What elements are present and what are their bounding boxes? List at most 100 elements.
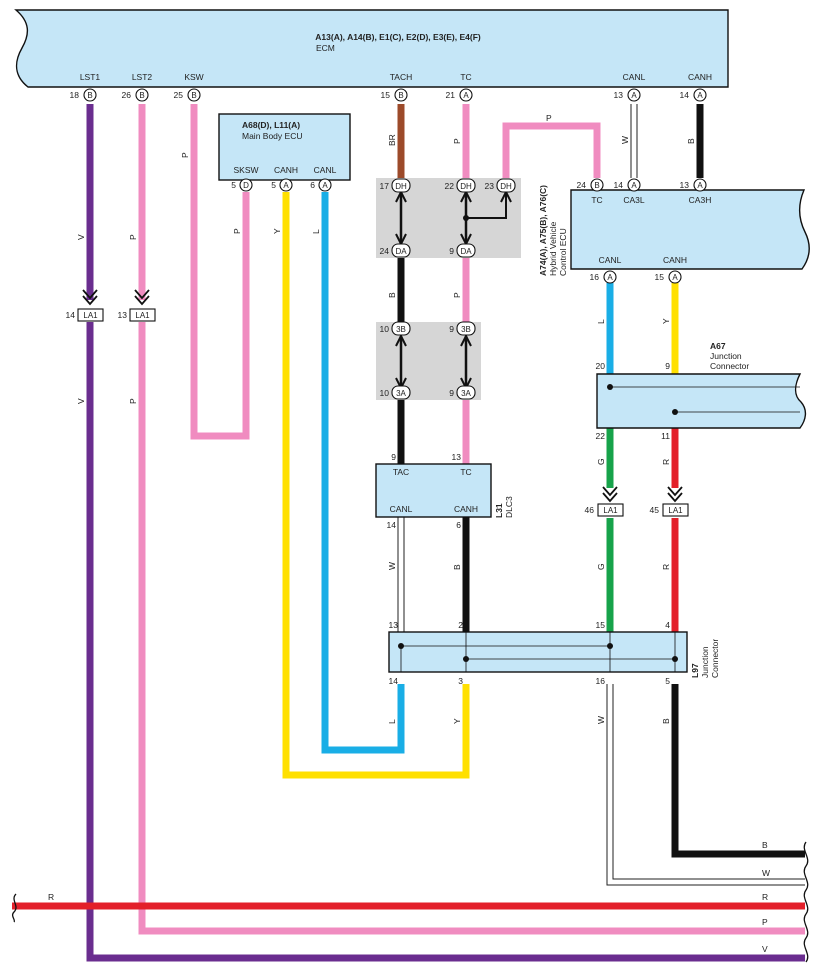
svg-text:B: B [87, 91, 92, 100]
mb-pin-label-sksw: SKSW [233, 165, 258, 175]
pin-3b-10: 10 3B [380, 321, 411, 336]
a67-pin-11: 11 [661, 431, 670, 441]
wire-label-b-canh: B [686, 138, 696, 144]
wires [12, 104, 805, 962]
a67-junction-connector: A67 Junction Connector 20 9 22 11 [596, 341, 807, 441]
l97-pin-13: 13 [389, 620, 399, 630]
main-body-ecu-pins: 5 D 5 A 6 A [231, 178, 332, 192]
svg-text:A: A [322, 181, 328, 190]
ecm-pin-label-tc: TC [460, 72, 471, 82]
ecm-pin-25: 25 B [174, 88, 201, 102]
pin-dh-22: 22 DH [445, 178, 476, 193]
svg-text:LA1: LA1 [603, 506, 618, 515]
hybrid-ecu-pin-label-canh: CANH [663, 255, 687, 265]
svg-text:23: 23 [485, 181, 495, 191]
wire-label-w-bot: W [596, 716, 606, 724]
wire-label-p-ksw: P [180, 152, 190, 158]
svg-text:3B: 3B [396, 325, 406, 334]
dlc3-code: L31 [494, 503, 504, 518]
dlc3-box: TAC TC CANL CANH 9 13 14 6 [375, 452, 492, 530]
wire-mb-canl-blue [321, 192, 405, 754]
svg-text:24: 24 [577, 180, 587, 190]
svg-text:16: 16 [590, 272, 600, 282]
dlc3-title: L31 DLC3 [494, 496, 514, 518]
a67-name-2: Connector [710, 361, 749, 371]
pin-dh-17: 17 DH [380, 178, 411, 193]
a67-pin-9: 9 [665, 361, 670, 371]
ecm-pin-label-canl: CANL [623, 72, 646, 82]
svg-text:15: 15 [655, 272, 665, 282]
wire-tc-hybrid-pink [502, 122, 601, 178]
hybrid-ecu-pins: 24 B 14 A 13 A 16 A 15 A [577, 178, 707, 284]
ecm-pin-14: 14 A [680, 88, 707, 102]
a67-pin-22: 22 [596, 431, 606, 441]
pin-3a-9: 9 3A [449, 385, 476, 400]
ecm-pin-label-lst1: LST1 [80, 72, 101, 82]
ecm-pin-label-ksw: KSW [184, 72, 203, 82]
main-body-ecu-name: Main Body ECU [242, 131, 302, 141]
main-body-ecu-box: A68(D), L11(A) Main Body ECU SKSW CANH C… [218, 113, 351, 181]
wire-label-l-canl: L [311, 229, 321, 234]
l97-name-1: Junction [700, 646, 710, 678]
l97-pin-15: 15 [596, 620, 606, 630]
hybrid-ecu-pin-label-ca3l: CA3L [623, 195, 645, 205]
svg-text:DH: DH [460, 182, 472, 191]
pin-3a-10: 10 3A [380, 385, 411, 400]
dlc3-bottom-num-6: 6 [456, 520, 461, 530]
svg-text:24: 24 [380, 246, 390, 256]
svg-text:14: 14 [680, 90, 690, 100]
dlc3-top-num-9: 9 [391, 452, 396, 462]
bus-label-v: V [762, 944, 768, 954]
svg-text:DH: DH [500, 182, 512, 191]
hybrid-ecu-pin-label-ca3h: CA3H [689, 195, 712, 205]
svg-text:B: B [191, 91, 196, 100]
svg-text:9: 9 [449, 388, 454, 398]
wire-label-p-top: P [546, 113, 552, 123]
svg-text:A: A [631, 91, 637, 100]
svg-text:15: 15 [381, 90, 391, 100]
dlc3-pin-label-canl: CANL [390, 504, 413, 514]
wire-label-l-hv: L [596, 319, 606, 324]
svg-text:LA1: LA1 [668, 506, 683, 515]
l97-pin-3: 3 [458, 676, 463, 686]
wire-label-p-sksw: P [232, 228, 242, 234]
hybrid-ecu-pin-label-tc: TC [591, 195, 602, 205]
wire-label-p-tc: P [452, 138, 462, 144]
svg-text:25: 25 [174, 90, 184, 100]
ecm-pin-18: 18 B [70, 88, 97, 102]
l97-name-2: Connector [710, 639, 720, 678]
wire-label-p-dh: P [452, 292, 462, 298]
bus-label-r-left: R [48, 892, 54, 902]
wire-label-b-dlc: B [452, 564, 462, 570]
wire-label-g2: G [596, 563, 606, 570]
l97-pin-5: 5 [665, 676, 670, 686]
svg-text:10: 10 [380, 324, 390, 334]
l97-pin-16: 16 [596, 676, 606, 686]
pin-3b-9: 9 3B [449, 321, 476, 336]
l97-pin-4: 4 [665, 620, 670, 630]
svg-text:DA: DA [460, 247, 472, 256]
a67-name-1: Junction [710, 351, 742, 361]
svg-text:3A: 3A [461, 389, 471, 398]
svg-text:45: 45 [650, 505, 660, 515]
svg-text:LA1: LA1 [135, 311, 150, 320]
la1-pin-13: 13 LA1 [118, 289, 156, 322]
bus-label-w: W [762, 868, 770, 878]
svg-text:B: B [594, 181, 599, 190]
svg-text:6: 6 [310, 180, 315, 190]
hybrid-ecu-name-1: Hybrid Vehicle [548, 221, 558, 276]
svg-text:A: A [607, 273, 613, 282]
svg-text:13: 13 [680, 180, 690, 190]
wire-l97-5-black [671, 684, 805, 858]
wire-label-w-canl: W [620, 136, 630, 144]
hybrid-ecu-pin-label-canl: CANL [599, 255, 622, 265]
svg-text:17: 17 [380, 181, 390, 191]
ecm-pin-label-canh: CANH [688, 72, 712, 82]
ecm-name: ECM [316, 43, 335, 53]
svg-text:A: A [463, 91, 469, 100]
wire-label-v1: V [76, 234, 86, 240]
wire-label-v2: V [76, 398, 86, 404]
bus-label-r: R [762, 892, 768, 902]
wire-label-y-hv: Y [661, 318, 671, 324]
ecm-pin-13: 13 A [614, 88, 641, 102]
